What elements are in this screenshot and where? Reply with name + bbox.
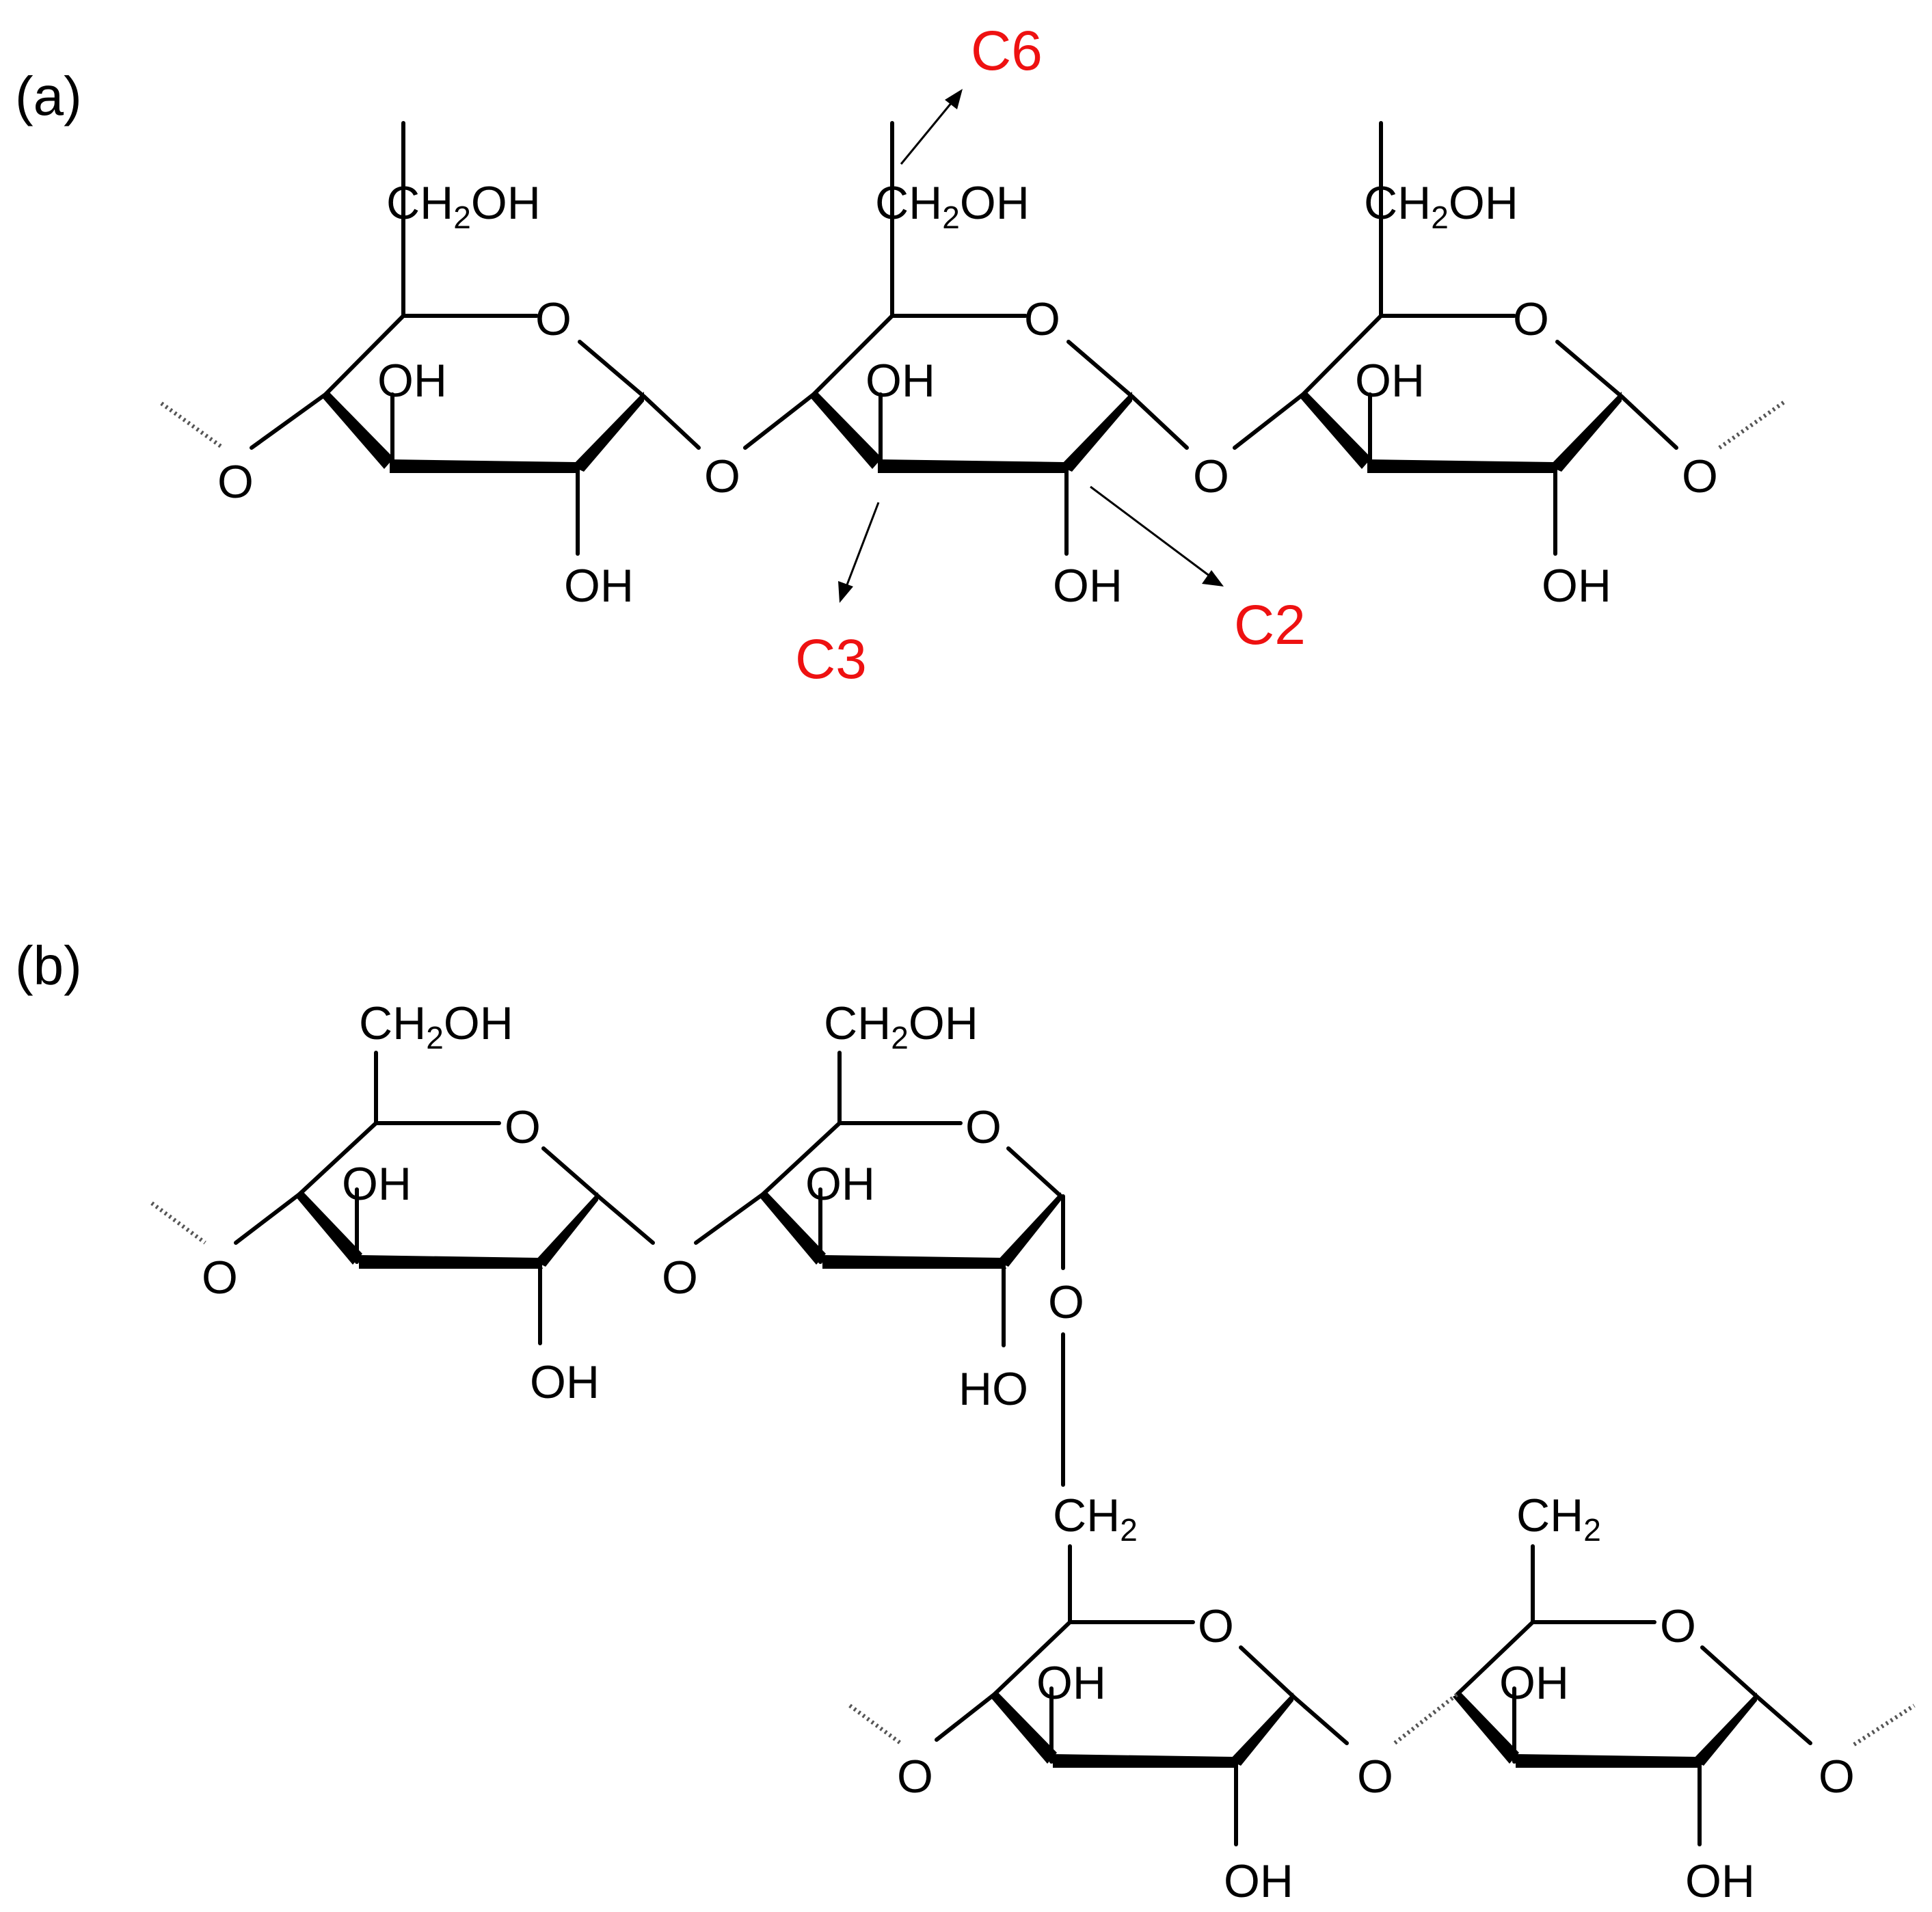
ch2oh-a2: CH2OH bbox=[875, 177, 1030, 235]
bridge-oxygen-a23: O bbox=[1193, 450, 1229, 502]
hydroxyl-c3-b4: OH bbox=[1499, 1657, 1569, 1709]
arrow-c2 bbox=[1090, 485, 1211, 578]
ch2oh-a3: CH2OH bbox=[1364, 177, 1518, 235]
arrow-c3-head bbox=[838, 581, 853, 603]
bridge-oxygen-a12: O bbox=[704, 450, 740, 502]
ring-oxygen-b2: O bbox=[965, 1101, 1002, 1153]
panel-label-b: (b) bbox=[15, 935, 82, 996]
bridge-oxygen-b34: O bbox=[1357, 1751, 1393, 1803]
bridge-oxygen-a4: O bbox=[1682, 450, 1718, 502]
panel-label-a: (a) bbox=[15, 66, 82, 126]
hydroxyl-c2-b2: HO bbox=[958, 1363, 1028, 1415]
hydroxyl-c2-a2: OH bbox=[1053, 560, 1123, 612]
hydroxyl-c3-a1: OH bbox=[377, 355, 447, 407]
hydroxyl-c3-a3: OH bbox=[1355, 355, 1425, 407]
ch2oh-b1: CH2OH bbox=[359, 997, 513, 1055]
glucose-ring-a1 bbox=[160, 121, 701, 556]
panel-a-chain: O O O OH OH CH2OH O O OH OH CH2OH bbox=[160, 20, 1786, 690]
bridge-oxygen-b12: O bbox=[662, 1252, 698, 1304]
ring-oxygen-b3: O bbox=[1198, 1600, 1234, 1652]
arrow-c2-head bbox=[1202, 570, 1224, 587]
ring-oxygen-a3: O bbox=[1513, 293, 1549, 345]
ch2-b4: CH2 bbox=[1516, 1490, 1601, 1548]
arrow-c6-head bbox=[945, 89, 963, 109]
bridge-oxygen-b3l: O bbox=[897, 1751, 933, 1803]
ring-oxygen-a1: O bbox=[535, 293, 572, 345]
glucose-ring-a3 bbox=[1233, 121, 1786, 556]
hydroxyl-c3-a2: OH bbox=[866, 355, 935, 407]
hydroxyl-c3-b1: OH bbox=[342, 1158, 412, 1210]
hydroxyl-c2-b1: OH bbox=[530, 1356, 600, 1408]
panel-b-branched-chain: O O O OH OH CH2OH O O OH HO CH2OH bbox=[150, 997, 1916, 1907]
ch2-b3: CH2 bbox=[1053, 1490, 1138, 1548]
glucose-ring-b2 bbox=[694, 1051, 1065, 1487]
annotation-c6: C6 bbox=[971, 20, 1043, 82]
bridge-oxygen-b5: O bbox=[1819, 1751, 1855, 1803]
arrow-c6 bbox=[900, 102, 953, 165]
hydroxyl-c2-b3: OH bbox=[1224, 1855, 1293, 1907]
hydroxyl-c3-b3: OH bbox=[1036, 1657, 1106, 1709]
hydroxyl-c2-a1: OH bbox=[564, 560, 634, 612]
ch2oh-b2: CH2OH bbox=[824, 997, 978, 1055]
ring-oxygen-b1: O bbox=[505, 1101, 541, 1153]
ring-oxygen-b4: O bbox=[1660, 1600, 1696, 1652]
glucose-ring-b4 bbox=[1393, 1544, 1916, 1846]
glucose-ring-b1 bbox=[150, 1051, 655, 1345]
glucose-ring-b3 bbox=[848, 1544, 1349, 1846]
annotation-c2: C2 bbox=[1234, 594, 1306, 656]
annotation-c3: C3 bbox=[795, 628, 867, 690]
bridge-oxygen-a0: O bbox=[217, 456, 254, 508]
hydroxyl-c3-b2: OH bbox=[805, 1158, 875, 1210]
glucose-ring-a2 bbox=[743, 121, 1189, 556]
ring-oxygen-a2: O bbox=[1024, 293, 1060, 345]
hydroxyl-c2-a3: OH bbox=[1542, 560, 1611, 612]
arrow-c3 bbox=[845, 502, 880, 587]
ch2oh-a1: CH2OH bbox=[386, 177, 541, 235]
branch-oxygen-b: O bbox=[1048, 1276, 1084, 1328]
hydroxyl-c2-b4: OH bbox=[1685, 1855, 1755, 1907]
bridge-oxygen-b0: O bbox=[202, 1252, 238, 1304]
